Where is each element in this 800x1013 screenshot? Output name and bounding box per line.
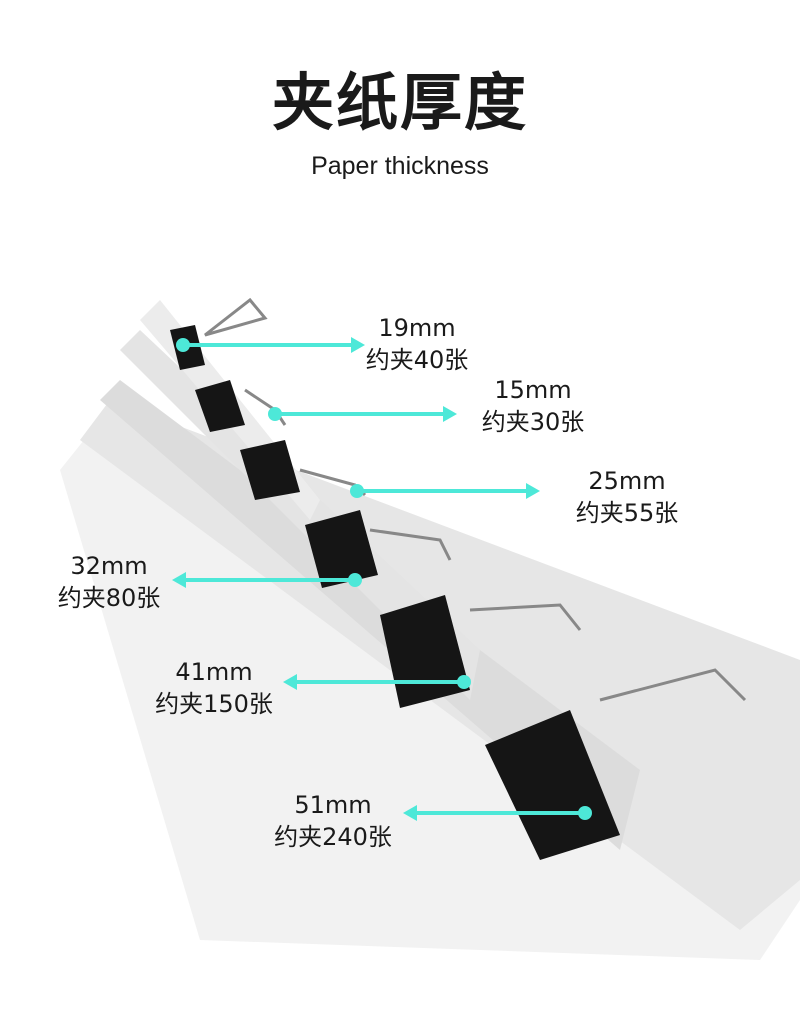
clip-capacity: 约夹80张 bbox=[57, 584, 161, 612]
callout-arrow bbox=[350, 483, 540, 499]
clip-size: 41mm bbox=[175, 658, 253, 686]
binder-clips bbox=[170, 325, 620, 860]
clip-size: 25mm bbox=[588, 467, 666, 495]
callout-label: 51mm 约夹240张 bbox=[233, 789, 433, 853]
clip-capacity: 约夹30张 bbox=[481, 408, 585, 436]
clip-capacity: 约夹240张 bbox=[274, 823, 392, 851]
clip-size: 32mm bbox=[70, 552, 148, 580]
callout-arrow bbox=[403, 805, 592, 821]
clip-size: 15mm bbox=[494, 376, 572, 404]
clip-size: 51mm bbox=[294, 791, 372, 819]
callout-label: 41mm 约夹150张 bbox=[114, 656, 314, 720]
clip-capacity: 约夹55张 bbox=[575, 499, 679, 527]
callout-arrows bbox=[172, 337, 592, 821]
clip-capacity: 约夹40张 bbox=[365, 346, 469, 374]
callout-arrow bbox=[176, 337, 365, 353]
callout-arrow bbox=[268, 406, 457, 422]
clip-size: 19mm bbox=[378, 314, 456, 342]
callout-arrow bbox=[283, 674, 471, 690]
callout-label: 32mm 约夹80张 bbox=[9, 550, 209, 614]
callout-label: 19mm 约夹40张 bbox=[317, 312, 517, 376]
clip-capacity: 约夹150张 bbox=[155, 690, 273, 718]
page-subtitle: Paper thickness bbox=[311, 152, 489, 180]
callout-label: 15mm 约夹30张 bbox=[433, 374, 633, 438]
callout-label: 25mm 约夹55张 bbox=[527, 465, 727, 529]
page-title: 夹纸厚度 bbox=[271, 66, 528, 139]
callout-arrow bbox=[172, 572, 362, 588]
